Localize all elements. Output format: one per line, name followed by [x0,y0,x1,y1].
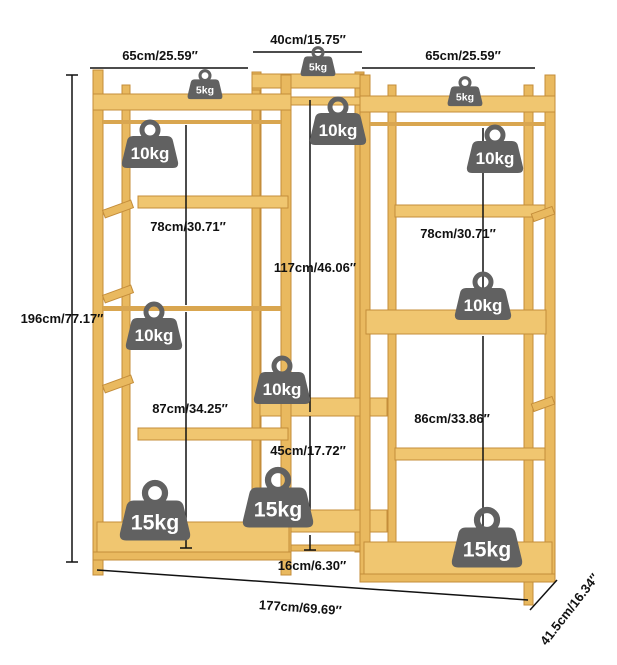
right-lower-gap-label: 86cm/33.86″ [414,411,490,426]
right-width-label: 65cm/25.59″ [425,48,501,63]
weight-label: 10kg [131,144,170,163]
right-upper-gap-label: 78cm/30.71″ [420,226,496,241]
weight-icon-right-mid-shelf: 10kg [454,271,512,320]
center-width-label: 40cm/15.75″ [270,32,346,47]
weight-icon-right-upper-rod: 10kg [466,124,524,173]
weight-label: 15kg [463,537,511,561]
weight-label: 5kg [309,62,327,74]
dimension-lines [66,51,558,611]
weight-icon-right-bottom-shelf: 15kg [451,506,523,568]
left-lower-gap-label: 87cm/34.25″ [152,401,228,416]
weight-label: 5kg [196,85,214,97]
weight-label: 5kg [456,92,474,104]
weight-label: 10kg [464,296,503,315]
center-upper-gap-label: 117cm/46.06″ [274,260,356,275]
weight-icon-center-mid-shelf: 10kg [253,355,311,404]
weight-icon-left-top-shelf: 5kg [187,69,223,100]
weight-icon-left-upper-rod: 10kg [121,119,179,168]
total-width-label: 177cm/69.69″ [258,597,342,618]
weight-label: 10kg [319,121,358,140]
weight-label: 10kg [263,380,302,399]
total-height-label: 196cm/77.17″ [21,311,104,326]
weight-icon-left-lower-rod: 10kg [125,301,183,350]
center-mid-gap-label: 45cm/17.72″ [270,443,346,458]
weight-icon-center-bottom-shelf: 15kg [242,466,314,528]
weight-label: 10kg [135,326,174,345]
center-bottom-gap-label: 16cm/6.30″ [278,558,346,573]
weight-label: 15kg [254,497,302,521]
left-upper-gap-label: 78cm/30.71″ [150,219,226,234]
left-width-label: 65cm/25.59″ [122,48,198,63]
right-unit [359,74,556,606]
weight-label: 10kg [476,149,515,168]
weight-icon-center-upper: 10kg [309,96,367,145]
weight-icon-center-top-shelf: 5kg [300,46,336,77]
weight-icon-left-bottom-shelf: 15kg [119,479,191,541]
weight-label: 15kg [131,510,179,534]
weight-icon-right-top-shelf: 5kg [447,76,483,107]
